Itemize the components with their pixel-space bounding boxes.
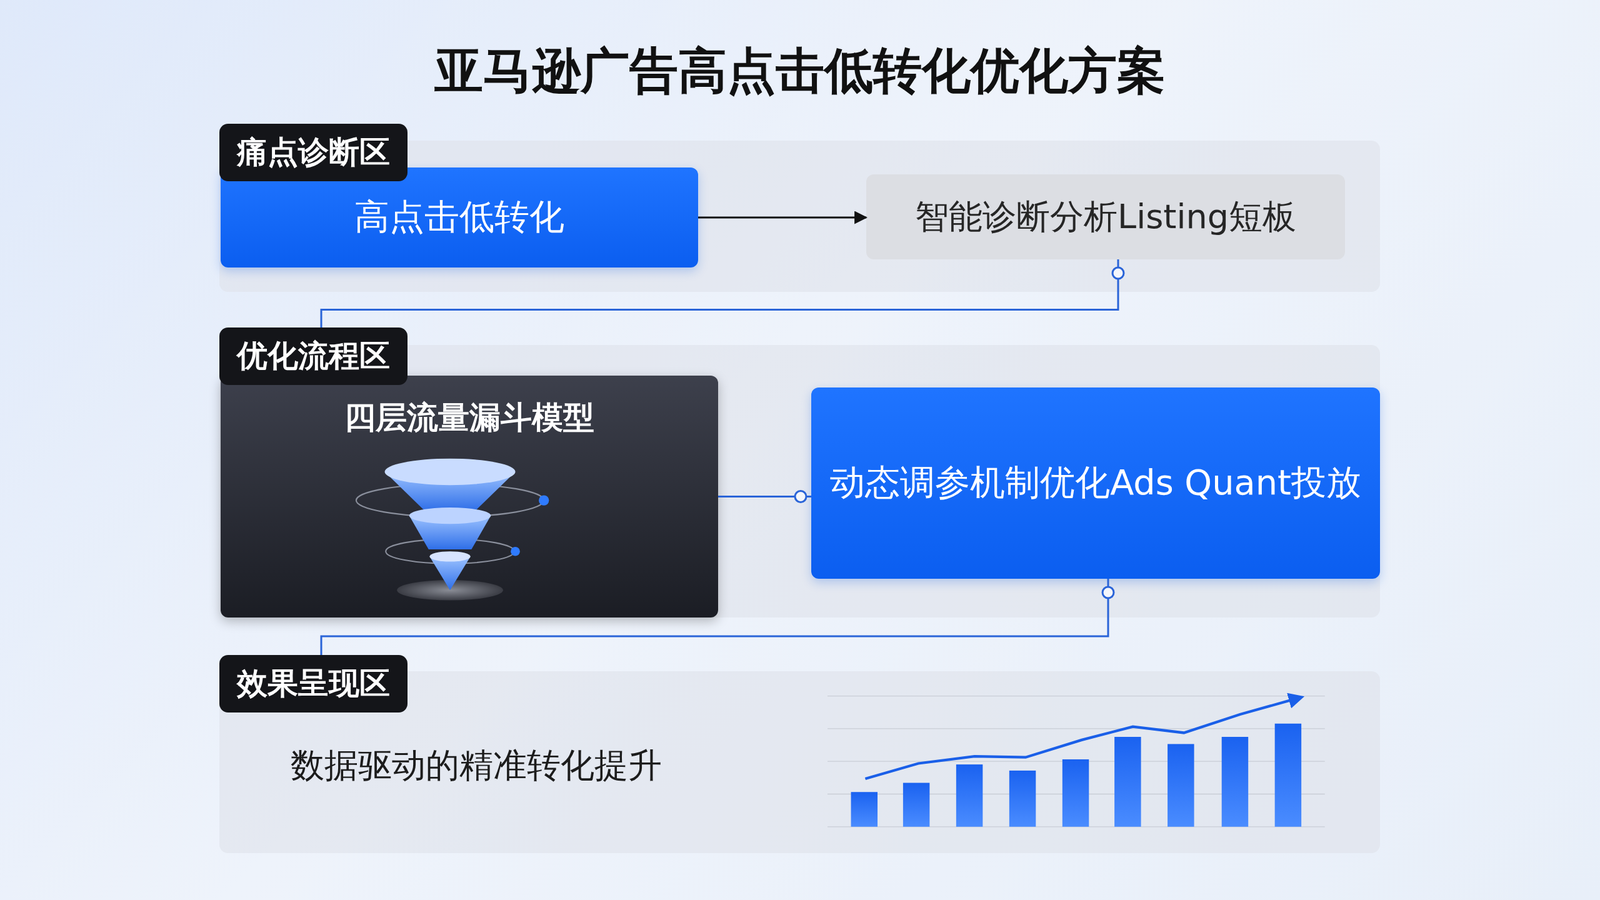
box-text: 动态调参机制优化Ads Quant投放	[830, 459, 1362, 507]
funnel-illustration	[346, 449, 557, 608]
bar-chart	[816, 683, 1327, 832]
model-card: 四层流量漏斗模型	[220, 375, 719, 618]
process-box: 动态调参机制优化Ads Quant投放	[811, 387, 1380, 579]
section-tag: 优化流程区	[219, 327, 408, 385]
section-band: 优化流程区四层流量漏斗模型动态调参机制优化Ads Quant投放	[219, 327, 1380, 618]
box-text: 智能诊断分析Listing短板	[915, 194, 1297, 240]
process-box: 高点击低转化	[220, 167, 699, 268]
process-box: 智能诊断分析Listing短板	[866, 174, 1345, 260]
section-tag: 效果呈现区	[219, 655, 408, 713]
result-text: 数据驱动的精准转化提升	[290, 743, 662, 789]
card-title: 四层流量漏斗模型	[220, 375, 719, 439]
section-band: 效果呈现区数据驱动的精准转化提升	[219, 655, 1380, 854]
section-tag: 痛点诊断区	[219, 123, 408, 182]
box-text: 高点击低转化	[354, 193, 565, 242]
title: 亚马逊广告高点击低转化优化方案	[0, 38, 1600, 105]
section-band: 痛点诊断区高点击低转化 智能诊断分析Listing短板	[219, 123, 1380, 292]
